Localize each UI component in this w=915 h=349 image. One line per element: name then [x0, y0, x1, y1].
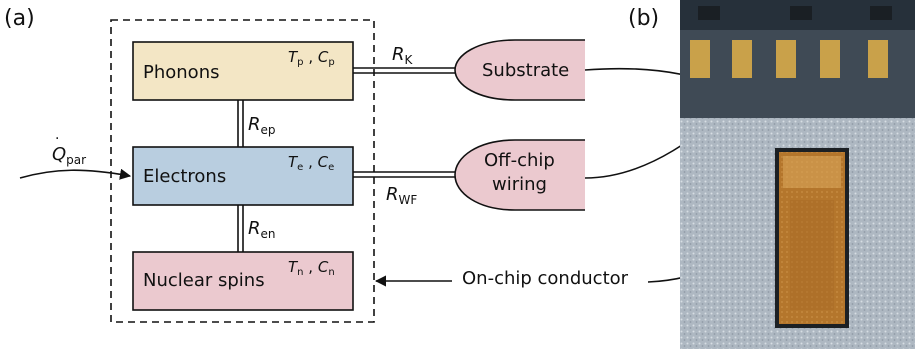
r-k-label: RK	[392, 44, 413, 67]
r-en-label: Ren	[248, 218, 276, 241]
heat-input-arrow	[19, 168, 132, 180]
panel-a-label: (a)	[4, 6, 35, 31]
electrons-params: Te , Ce	[288, 153, 335, 173]
on-chip-conductor-label: On-chip conductor	[462, 268, 629, 289]
r-wf-label: RWF	[386, 184, 418, 207]
system-boundary	[110, 19, 375, 323]
chip-photograph	[680, 0, 915, 349]
wiring-bath	[454, 139, 585, 211]
heat-input-label: Q·par	[52, 131, 87, 167]
substrate-label: Substrate	[482, 60, 570, 81]
wiring-label-line2: wiring	[492, 174, 547, 195]
electrons-box	[132, 146, 354, 206]
r-ep-label: Rep	[248, 114, 276, 137]
phonons-label: Phonons	[143, 62, 220, 83]
wiring-label-line1: Off-chip	[484, 150, 555, 171]
nuclear-params: Tn , Cn	[288, 258, 335, 278]
panel-b-label: (b)	[628, 6, 660, 31]
nuclear-spins-label: Nuclear spins	[143, 270, 265, 291]
electrons-label: Electrons	[143, 166, 227, 187]
phonons-params: Tp , Cp	[288, 48, 335, 68]
substrate-bath	[454, 39, 585, 101]
